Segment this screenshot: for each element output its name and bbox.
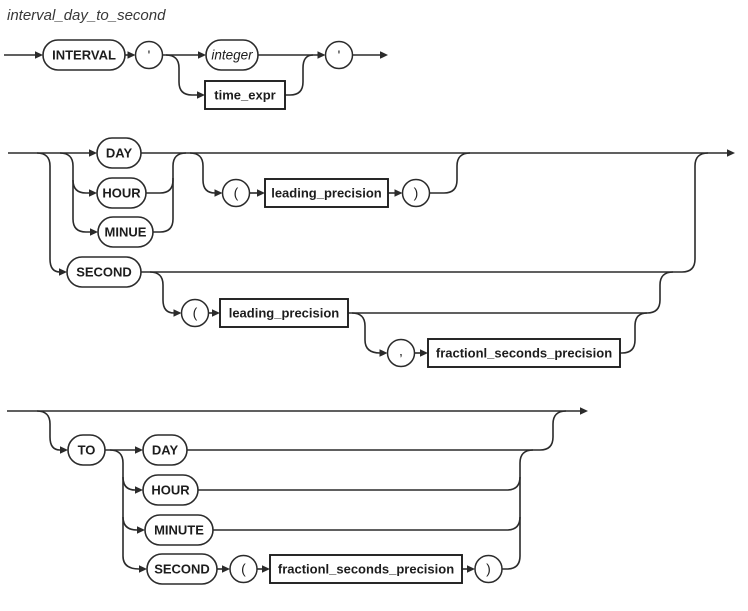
terminal-close-paren-circle <box>401 178 431 208</box>
terminal-open-paren-circle-3 <box>229 554 258 584</box>
terminal-to-day-oval <box>142 434 188 466</box>
terminal-minue-label: MINUE <box>105 225 147 240</box>
terminal-close-paren-label-3: ) <box>486 561 491 577</box>
terminal-to-day-label: DAY <box>152 443 179 458</box>
terminal-to-second-oval <box>146 553 218 585</box>
terminal-comma-circle <box>386 338 416 368</box>
nonterminal-time-expr-box <box>204 80 286 110</box>
terminal-to-minute-label: MINUTE <box>154 523 204 538</box>
nonterminal-leading-precision-box <box>264 178 389 208</box>
terminal-close-paren-circle-3 <box>474 554 503 584</box>
terminal-to-hour-oval <box>142 474 199 506</box>
nonterminal-fractional-seconds-precision-label-2: fractionl_seconds_precision <box>278 562 454 577</box>
terminal-to-label: TO <box>78 443 96 458</box>
nonterminal-fractional-seconds-precision-box-2 <box>269 554 463 584</box>
terminal-close-paren-label: ) <box>414 185 419 201</box>
nonterminal-fractional-seconds-precision-box <box>427 338 621 368</box>
terminal-open-paren-label-3: ( <box>241 561 246 577</box>
nonterminal-time-expr-label: time_expr <box>214 88 275 103</box>
terminal-to-oval <box>67 434 106 466</box>
terminal-open-paren-label-2: ( <box>193 305 198 321</box>
nonterminal-leading-precision-box-2 <box>219 298 349 328</box>
terminal-comma-label: , <box>399 343 403 359</box>
terminal-open-quote-label: ' <box>148 47 151 63</box>
terminal-open-quote-circle <box>134 40 164 70</box>
nonterminal-leading-precision-label-2: leading_precision <box>229 306 340 321</box>
terminal-day-label: DAY <box>106 146 133 161</box>
diagram-title: interval_day_to_second <box>7 7 166 24</box>
diagram-labels: interval_day_to_second INTERVAL ' intege… <box>7 7 612 577</box>
terminal-interval-oval <box>42 39 126 71</box>
terminal-minue-oval <box>97 216 154 248</box>
nonterminal-leading-precision-label: leading_precision <box>271 186 382 201</box>
terminal-to-hour-label: HOUR <box>151 483 190 498</box>
terminal-interval-label: INTERVAL <box>52 48 116 63</box>
connector-rails <box>4 54 728 570</box>
terminal-open-paren-circle-2 <box>180 298 210 328</box>
terminal-open-paren-circle <box>221 178 251 208</box>
nonterminal-integer-oval <box>205 39 259 71</box>
terminal-close-quote-circle <box>324 40 354 70</box>
terminal-open-paren-label: ( <box>234 185 239 201</box>
terminal-to-minute-oval <box>144 514 214 546</box>
nonterminal-integer-label: integer <box>211 48 253 63</box>
terminal-hour-label: HOUR <box>102 186 141 201</box>
nonterminal-fractional-seconds-precision-label: fractionl_seconds_precision <box>436 346 612 361</box>
terminal-second-oval <box>66 256 142 288</box>
terminal-hour-oval <box>96 177 147 209</box>
terminal-day-oval <box>96 137 142 169</box>
terminal-second-label: SECOND <box>76 265 132 280</box>
arrowheads <box>35 51 735 573</box>
terminal-close-quote-label: ' <box>338 47 341 63</box>
diagram-nodes <box>42 39 621 585</box>
terminal-to-second-label: SECOND <box>154 562 210 577</box>
